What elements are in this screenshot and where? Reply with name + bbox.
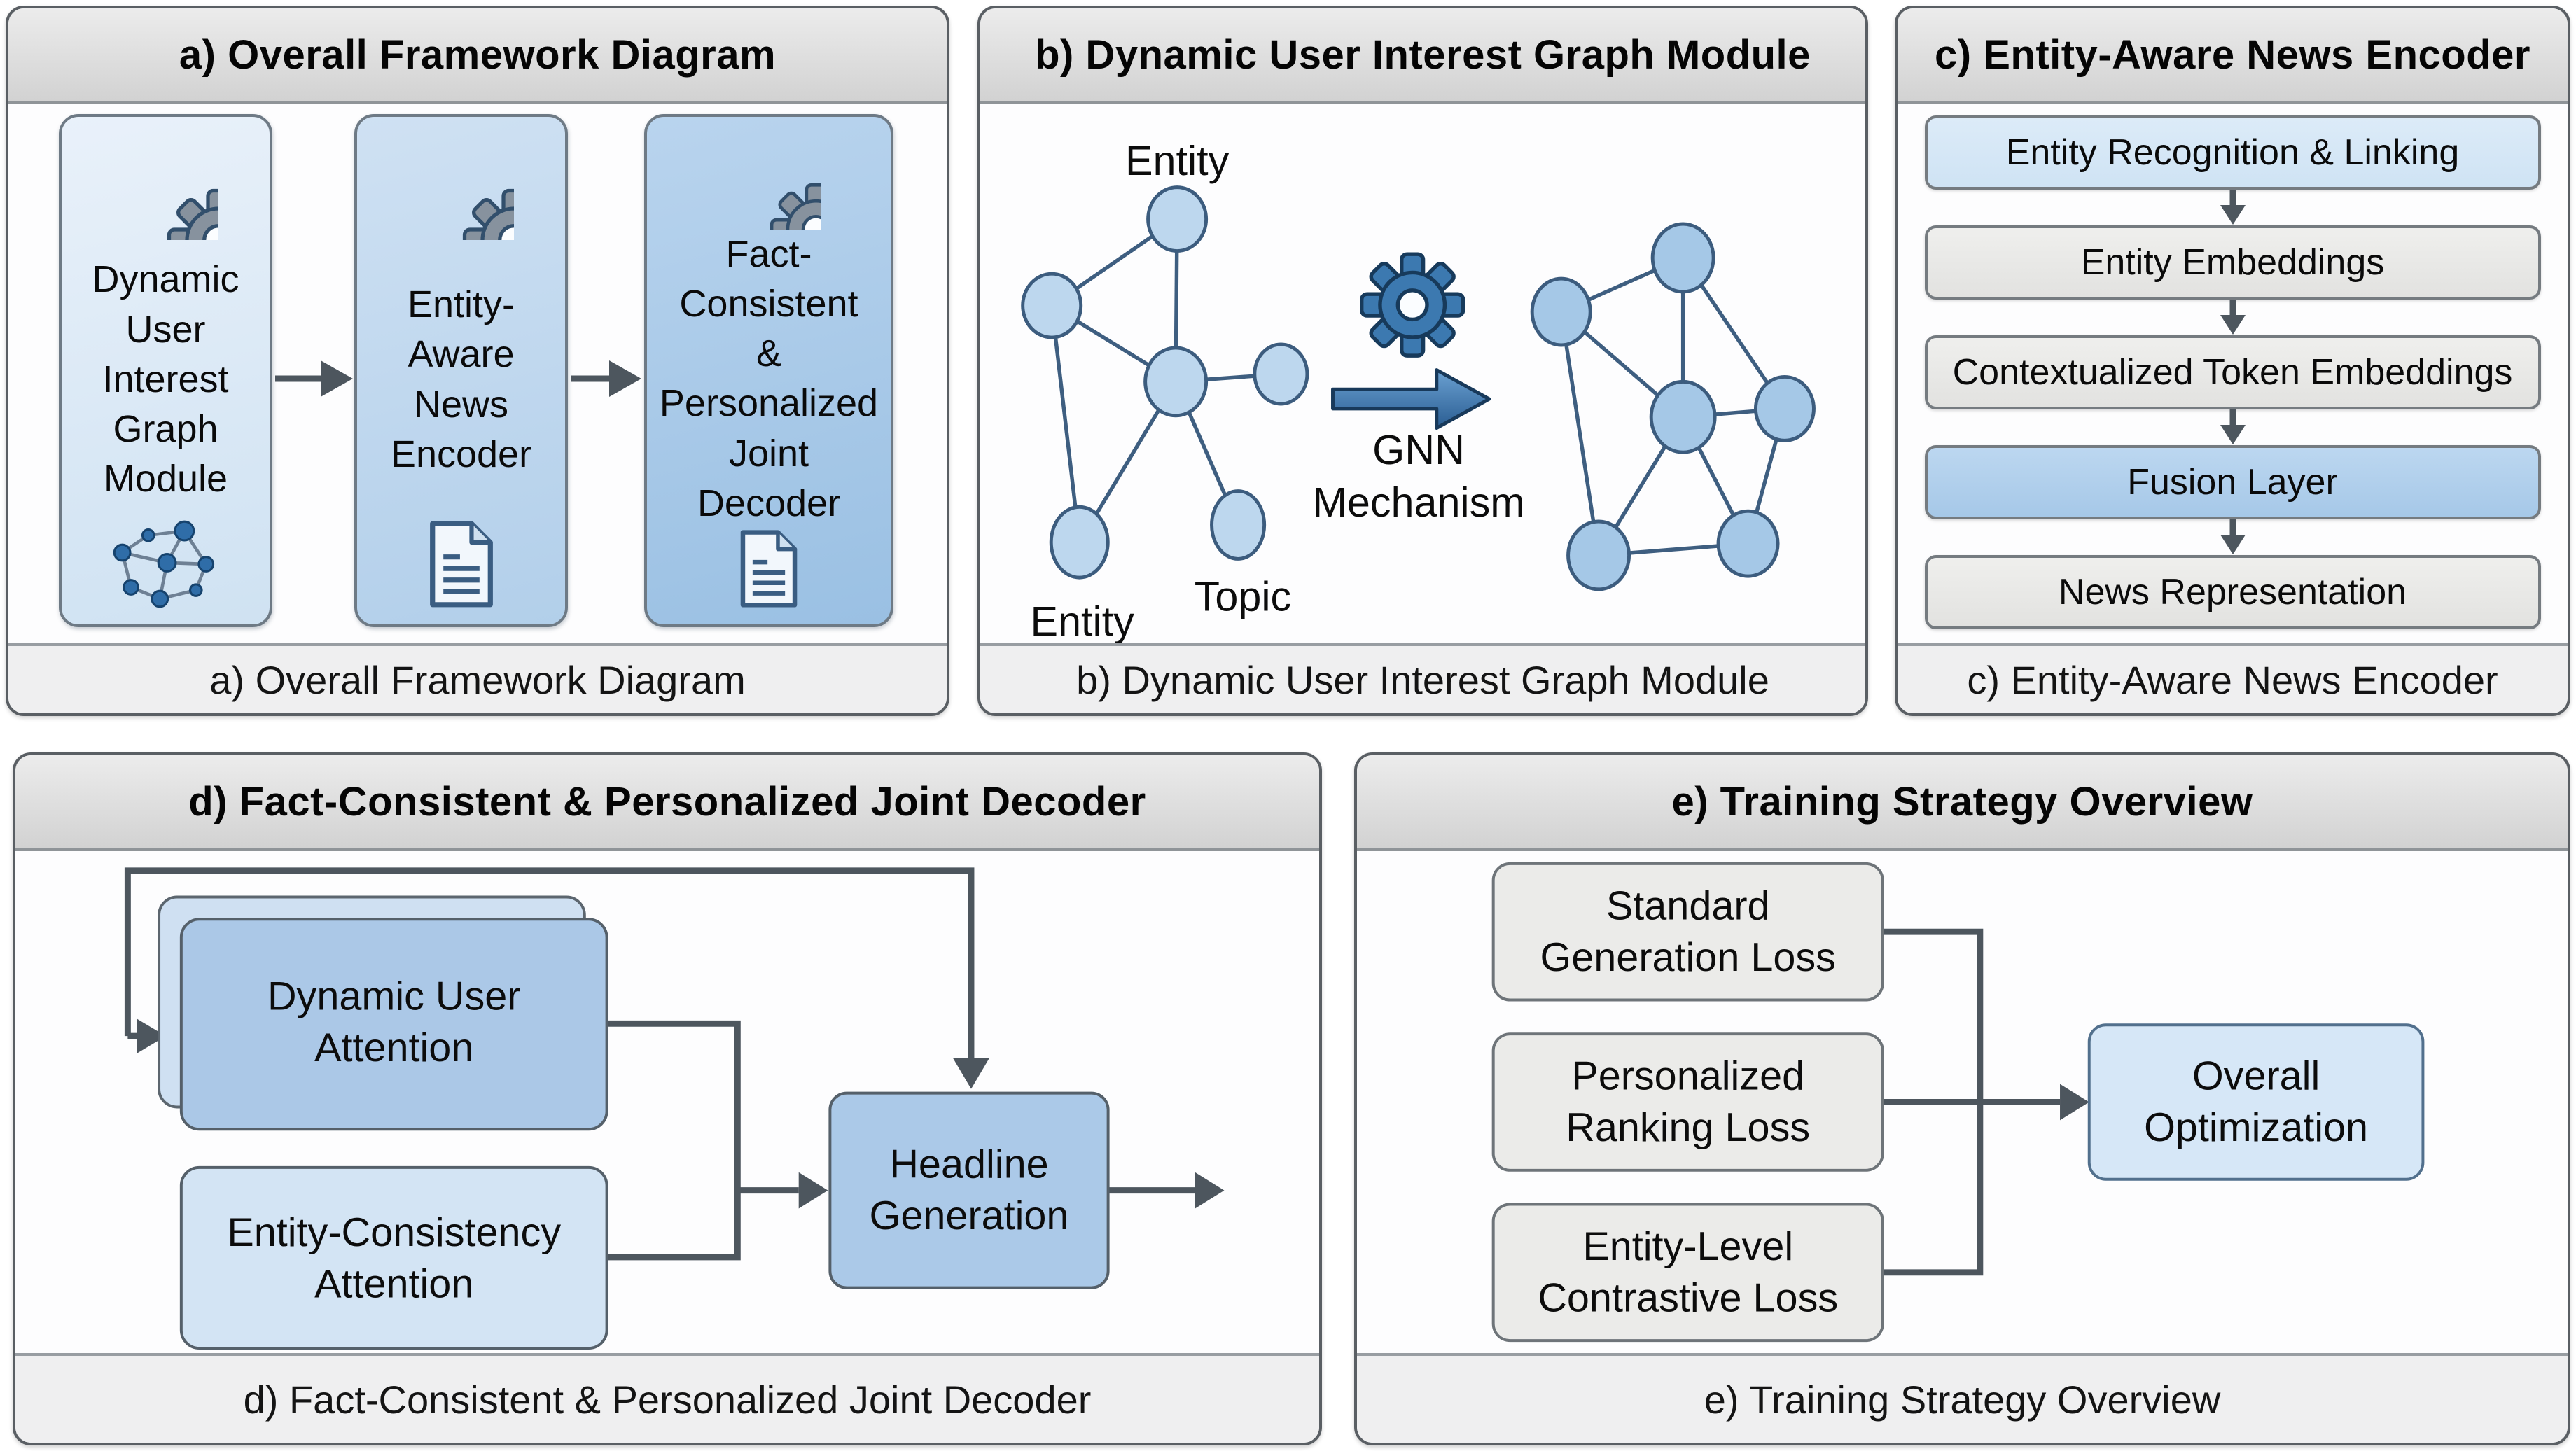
entity-bottom-label: Entity bbox=[1031, 598, 1135, 643]
panel-e-content: Standard Generation Loss Personalized Ra… bbox=[1357, 851, 2568, 1353]
svg-text:Ranking Loss: Ranking Loss bbox=[1566, 1105, 1810, 1150]
arrow-down-icon bbox=[2220, 409, 2246, 444]
panel-a-caption: a) Overall Framework Diagram bbox=[8, 643, 947, 713]
panel-b-caption: b) Dynamic User Interest Graph Module bbox=[980, 643, 1865, 713]
svg-text:Optimization: Optimization bbox=[2144, 1105, 2368, 1150]
panel-b-content: Entity Entity Topic GNN Mechanism bbox=[980, 104, 1865, 643]
panel-d-content: Dynamic User Attention Entity-Consistenc… bbox=[15, 851, 1319, 1353]
svg-text:Attention: Attention bbox=[314, 1262, 473, 1307]
entity-top-label: Entity bbox=[1125, 137, 1230, 184]
overall-optimization-box bbox=[2087, 1023, 2425, 1181]
personalized-ranking-loss-label: Personalized bbox=[1571, 1054, 1804, 1099]
interest-graph-figure: Entity Entity Topic GNN Mechanism bbox=[1021, 137, 1816, 643]
headline-generation-box bbox=[828, 1091, 1110, 1289]
standard-generation-loss-label: Standard bbox=[1606, 883, 1770, 928]
module-entity-aware-news-encoder: Entity- Aware News Encoder bbox=[354, 114, 568, 627]
arrow-down-icon bbox=[2220, 519, 2246, 554]
graph-node bbox=[1716, 509, 1780, 578]
entity-consistency-attention-box bbox=[179, 1165, 608, 1350]
svg-text:Generation: Generation bbox=[870, 1193, 1069, 1238]
arrow-head bbox=[798, 1172, 828, 1209]
gear-icon bbox=[716, 135, 821, 230]
standard-generation-loss-box bbox=[1491, 862, 1884, 1002]
arrow-down-icon bbox=[2220, 300, 2246, 335]
arrow-head bbox=[1195, 1172, 1225, 1209]
network-graph-icon bbox=[108, 519, 223, 609]
gnn-arrow-icon bbox=[1331, 368, 1491, 430]
panel-d-caption: d) Fact-Consistent & Personalized Joint … bbox=[15, 1353, 1319, 1443]
graph-node-entity-top bbox=[1146, 185, 1209, 253]
document-icon bbox=[732, 528, 805, 609]
graph-node bbox=[1530, 276, 1592, 347]
step-entity-recognition-linking: Entity Recognition & Linking bbox=[1924, 115, 2541, 190]
arrow-head bbox=[609, 360, 641, 397]
module-label: Fact- Consistent & Personalized Joint De… bbox=[659, 232, 879, 524]
dynamic-user-attention-label: Dynamic User bbox=[267, 974, 521, 1018]
graph-node bbox=[1566, 519, 1631, 591]
arrow-head bbox=[321, 360, 353, 397]
graph-node bbox=[1021, 272, 1083, 339]
feedback-loop-line bbox=[124, 867, 975, 1058]
gnn-gear-icon bbox=[1361, 254, 1463, 356]
arrow-head bbox=[2060, 1084, 2089, 1121]
graph-node bbox=[1253, 342, 1309, 406]
left-graph-nodes bbox=[1021, 185, 1309, 580]
entity-consistency-attention-label: Entity-Consistency bbox=[227, 1210, 561, 1255]
panel-e-caption: e) Training Strategy Overview bbox=[1357, 1353, 2568, 1443]
module-dynamic-user-interest-graph: Dynamic User Interest Graph Module bbox=[59, 114, 272, 627]
entity-level-contrastive-loss-box bbox=[1491, 1203, 1884, 1343]
graph-node bbox=[1753, 374, 1816, 442]
graph-node-topic bbox=[1210, 489, 1267, 561]
entity-level-contrastive-loss-label: Entity-Level bbox=[1582, 1224, 1793, 1269]
training-strategy-figure: Standard Generation Loss Personalized Ra… bbox=[1491, 862, 2425, 1343]
gear-icon bbox=[409, 135, 514, 240]
overall-optimization-label: Overall bbox=[2192, 1054, 2320, 1099]
personalized-ranking-loss-box bbox=[1491, 1032, 1884, 1172]
arrow-head bbox=[953, 1058, 989, 1089]
step-fusion-layer: Fusion Layer bbox=[1924, 445, 2541, 519]
panel-b-header: b) Dynamic User Interest Graph Module bbox=[980, 8, 1865, 104]
step-news-representation: News Representation bbox=[1924, 555, 2541, 629]
mechanism-label: Mechanism bbox=[1312, 479, 1524, 526]
arrow-head bbox=[137, 1018, 166, 1053]
topic-label: Topic bbox=[1195, 573, 1291, 620]
svg-text:Generation Loss: Generation Loss bbox=[1540, 935, 1836, 980]
panel-c-caption: c) Entity-Aware News Encoder bbox=[1898, 643, 2568, 713]
headline-generation-label: Headline bbox=[889, 1142, 1048, 1187]
panel-joint-decoder: d) Fact-Consistent & Personalized Joint … bbox=[13, 752, 1322, 1445]
module-label: Entity- Aware News Encoder bbox=[390, 283, 532, 475]
svg-text:Contrastive Loss: Contrastive Loss bbox=[1538, 1275, 1838, 1320]
panel-entity-aware-news-encoder: c) Entity-Aware News Encoder Entity Reco… bbox=[1895, 6, 2570, 716]
right-graph-nodes bbox=[1530, 222, 1816, 591]
graph-node bbox=[1649, 379, 1717, 454]
graph-node bbox=[1650, 222, 1715, 294]
dynamic-user-attention-box bbox=[179, 918, 608, 1131]
gnn-label: GNN bbox=[1372, 426, 1465, 473]
module-label: Dynamic User Interest Graph Module bbox=[92, 258, 239, 500]
panel-d-header: d) Fact-Consistent & Personalized Joint … bbox=[15, 755, 1319, 851]
panel-a-content: Dynamic User Interest Graph Module Entit… bbox=[8, 104, 947, 643]
document-icon bbox=[425, 519, 498, 609]
graph-node-center bbox=[1143, 346, 1209, 418]
merge-connector-line bbox=[606, 1020, 741, 1261]
step-contextualized-token-embeddings: Contextualized Token Embeddings bbox=[1924, 335, 2541, 409]
arrow-down-icon bbox=[2220, 190, 2246, 225]
graph-node-entity-bottom bbox=[1049, 505, 1110, 580]
panel-user-interest-graph-module: b) Dynamic User Interest Graph Module bbox=[977, 6, 1868, 716]
panel-a-header: a) Overall Framework Diagram bbox=[8, 8, 947, 104]
panel-overall-framework: a) Overall Framework Diagram Dynamic Use… bbox=[6, 6, 949, 716]
step-entity-embeddings: Entity Embeddings bbox=[1924, 225, 2541, 300]
gear-icon bbox=[113, 135, 218, 240]
decoder-figure: Dynamic User Attention Entity-Consistenc… bbox=[124, 867, 1225, 1350]
panel-c-content: Entity Recognition & Linking Entity Embe… bbox=[1898, 104, 2568, 643]
panel-training-strategy: e) Training Strategy Overview Standard G… bbox=[1354, 752, 2570, 1445]
panel-c-header: c) Entity-Aware News Encoder bbox=[1898, 8, 2568, 104]
panel-e-header: e) Training Strategy Overview bbox=[1357, 755, 2568, 851]
svg-text:Attention: Attention bbox=[314, 1025, 473, 1070]
module-joint-decoder: Fact- Consistent & Personalized Joint De… bbox=[644, 114, 893, 627]
